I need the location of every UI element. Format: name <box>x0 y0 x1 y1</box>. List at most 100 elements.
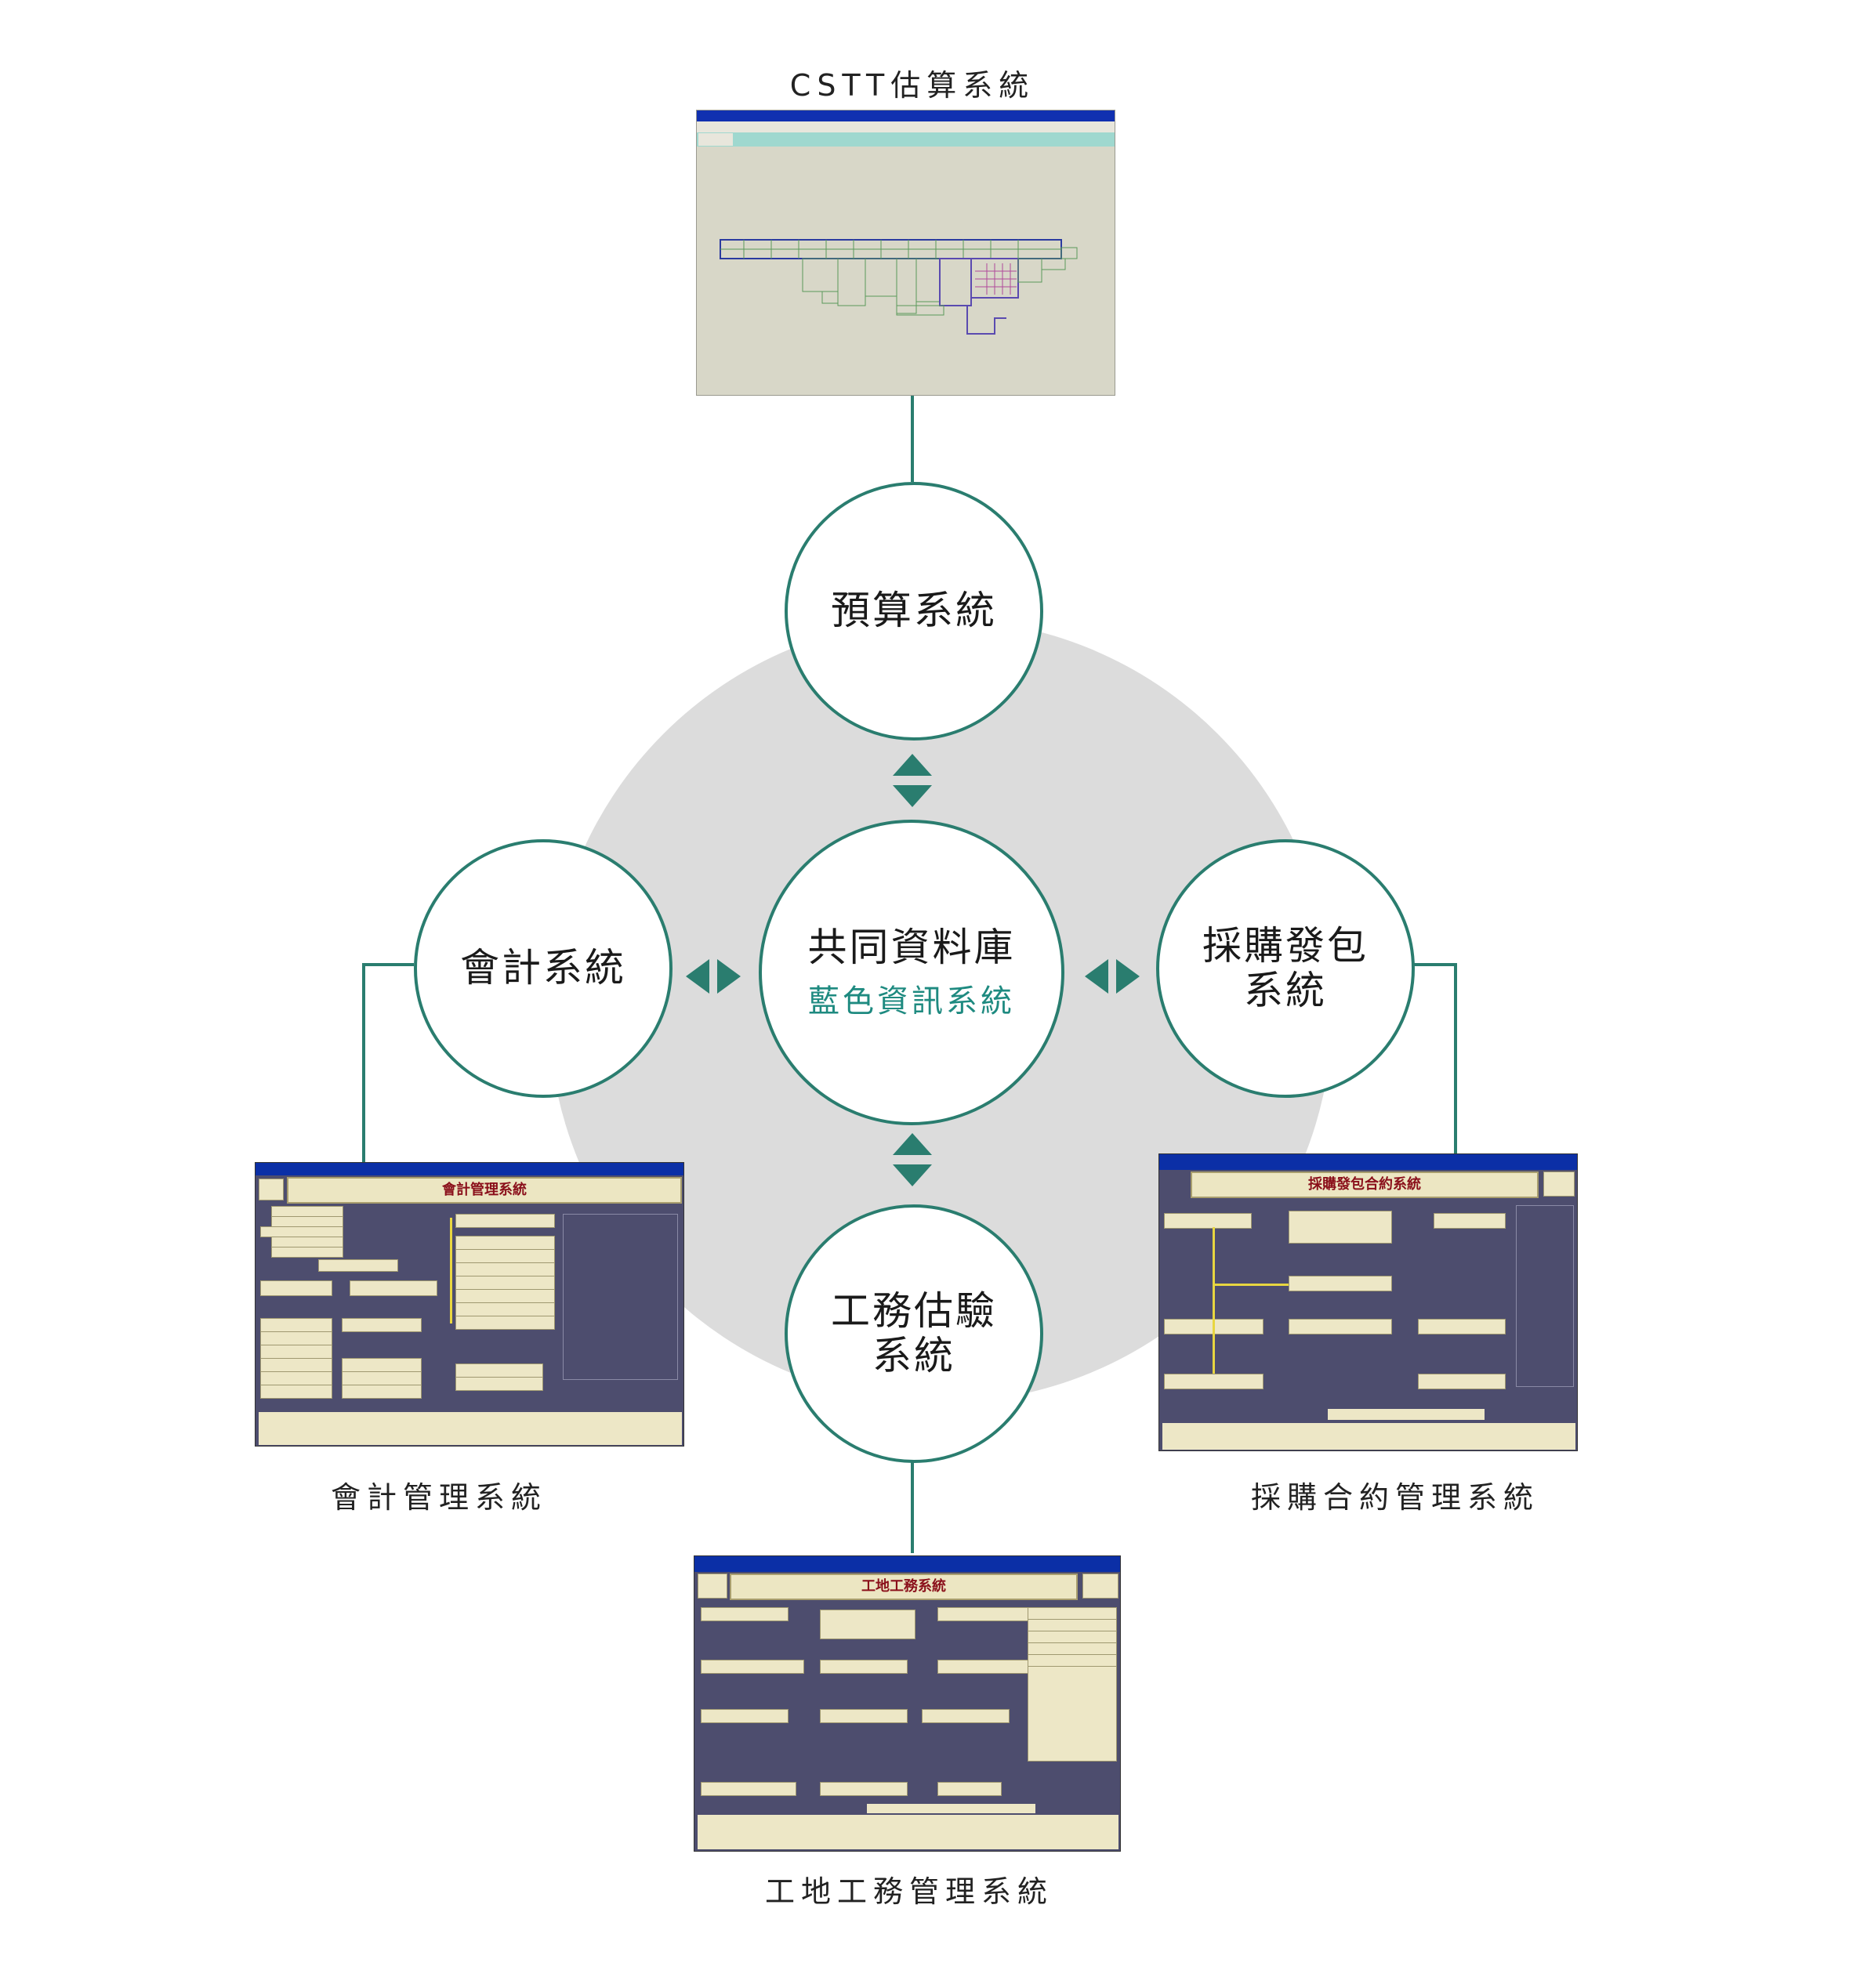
acc-btn-22[interactable] <box>342 1371 422 1385</box>
acc-btn-9[interactable] <box>455 1262 555 1276</box>
site-list-2[interactable] <box>1028 1619 1117 1631</box>
arrow-top-double-icon <box>893 754 932 807</box>
procurement-footer <box>1162 1423 1575 1450</box>
acc-btn-1[interactable] <box>271 1206 343 1217</box>
site-list-1[interactable] <box>1028 1607 1117 1620</box>
acc-btn-3[interactable] <box>260 1226 343 1237</box>
proc-btn-2[interactable] <box>1289 1211 1392 1244</box>
node-budget[interactable]: 預算系統 <box>785 482 1043 741</box>
acc-btn-10[interactable] <box>455 1276 555 1290</box>
acc-btn-18[interactable] <box>260 1371 332 1385</box>
acc-btn-red-1[interactable] <box>260 1280 332 1296</box>
node-common-database[interactable]: 共同資料庫 藍色資訊系統 <box>759 820 1064 1125</box>
acc-btn-19[interactable] <box>260 1385 332 1399</box>
accounting-titlebar <box>256 1163 683 1175</box>
cstt-toolbar <box>697 132 1115 147</box>
proc-btn-6[interactable] <box>1289 1319 1392 1334</box>
acc-yellow-bracket <box>450 1218 452 1324</box>
site-btn-2[interactable] <box>820 1610 915 1639</box>
connector-left-v <box>362 963 365 1162</box>
site-screenshot: 工地工務系統 <box>694 1555 1121 1852</box>
site-btn-12[interactable] <box>937 1782 1002 1796</box>
node-site-label-1: 工務估驗 <box>831 1287 997 1334</box>
proc-empty-panel <box>1516 1205 1574 1387</box>
connector-left-h <box>362 963 414 966</box>
site-btn-3[interactable] <box>937 1607 1033 1621</box>
site-btn-10[interactable] <box>701 1782 796 1796</box>
acc-btn-red-2[interactable] <box>350 1280 437 1296</box>
proc-btn-3[interactable] <box>1434 1213 1506 1229</box>
accounting-footer <box>259 1412 682 1445</box>
site-btn-7[interactable] <box>701 1709 789 1723</box>
procurement-title: 採購發包合約系統 <box>1191 1171 1539 1198</box>
node-accounting-label: 會計系統 <box>460 945 626 991</box>
proc-btn-4[interactable] <box>1289 1276 1392 1291</box>
acc-btn-21[interactable] <box>342 1358 422 1372</box>
proc-yellow-line-v <box>1213 1227 1215 1374</box>
site-list-6[interactable] <box>1028 1666 1117 1762</box>
node-procurement[interactable]: 採購發包 系統 <box>1156 839 1415 1098</box>
acc-btn-16[interactable] <box>260 1345 332 1359</box>
acc-btn-2[interactable] <box>271 1216 343 1227</box>
procurement-next-button[interactable] <box>1543 1171 1575 1197</box>
acc-btn-4[interactable] <box>271 1237 343 1247</box>
site-btn-6[interactable] <box>937 1660 1033 1674</box>
acc-btn-15[interactable] <box>260 1331 332 1345</box>
procurement-titlebar <box>1159 1154 1577 1170</box>
caption-cstt: CSTT估算系統 <box>789 68 1035 103</box>
acc-btn-center[interactable] <box>318 1259 398 1272</box>
caption-site: 工地工務管理系統 <box>764 1874 1053 1909</box>
site-list-3[interactable] <box>1028 1631 1117 1643</box>
connector-right-v <box>1454 963 1457 1153</box>
caption-procurement: 採購合約管理系統 <box>1250 1480 1539 1515</box>
site-btn-9[interactable] <box>922 1709 1010 1723</box>
site-title: 工地工務系統 <box>730 1573 1078 1600</box>
site-list-4[interactable] <box>1028 1642 1117 1655</box>
site-btn-5[interactable] <box>820 1660 908 1674</box>
accounting-screenshot: 會計管理系統 <box>255 1162 684 1447</box>
site-next-button[interactable] <box>1082 1573 1118 1599</box>
acc-btn-17[interactable] <box>260 1358 332 1372</box>
accounting-home-button[interactable] <box>259 1179 284 1200</box>
acc-btn-13[interactable] <box>455 1316 555 1330</box>
acc-btn-11[interactable] <box>455 1289 555 1303</box>
acc-btn-25[interactable] <box>455 1377 543 1391</box>
proc-yellow-line-h <box>1213 1284 1289 1286</box>
site-btn-4[interactable] <box>701 1660 804 1674</box>
proc-btn-9[interactable] <box>1418 1374 1506 1389</box>
site-btn-11[interactable] <box>820 1782 908 1796</box>
acc-btn-14[interactable] <box>260 1318 332 1332</box>
acc-btn-24[interactable] <box>455 1363 543 1378</box>
cstt-titlebar <box>697 110 1115 121</box>
cstt-toolbar-icons <box>698 133 733 146</box>
acc-btn-5[interactable] <box>271 1247 343 1258</box>
site-home-button[interactable] <box>698 1573 727 1599</box>
proc-btn-7[interactable] <box>1418 1319 1506 1334</box>
procurement-screenshot: 採購發包合約系統 <box>1158 1153 1578 1451</box>
node-site-valuation[interactable]: 工務估驗 系統 <box>785 1204 1043 1463</box>
node-site-label-2: 系統 <box>872 1333 955 1378</box>
connector-top <box>911 396 914 482</box>
acc-btn-23[interactable] <box>342 1385 422 1399</box>
site-list-5[interactable] <box>1028 1654 1117 1667</box>
site-btn-8[interactable] <box>820 1709 908 1723</box>
acc-btn-6[interactable] <box>455 1214 555 1228</box>
node-accounting[interactable]: 會計系統 <box>414 839 673 1098</box>
proc-btn-8[interactable] <box>1164 1374 1263 1389</box>
acc-btn-7[interactable] <box>455 1236 555 1250</box>
node-procurement-label-2: 系統 <box>1244 968 1327 1013</box>
acc-btn-12[interactable] <box>455 1302 555 1316</box>
accounting-title: 會計管理系統 <box>287 1177 682 1204</box>
site-btn-1[interactable] <box>701 1607 789 1621</box>
site-footer <box>698 1815 1118 1849</box>
site-status <box>867 1804 1035 1813</box>
acc-btn-8[interactable] <box>455 1249 555 1263</box>
node-center-title: 共同資料庫 <box>807 925 1016 971</box>
connector-right-h <box>1407 963 1457 966</box>
arrow-right-double-icon <box>1085 959 1140 994</box>
acc-empty-panel <box>563 1214 678 1380</box>
proc-btn-1[interactable] <box>1164 1213 1252 1229</box>
node-center-subtitle: 藍色資訊系統 <box>808 983 1015 1019</box>
acc-btn-20[interactable] <box>342 1318 422 1332</box>
cstt-floorplan <box>720 239 1078 335</box>
